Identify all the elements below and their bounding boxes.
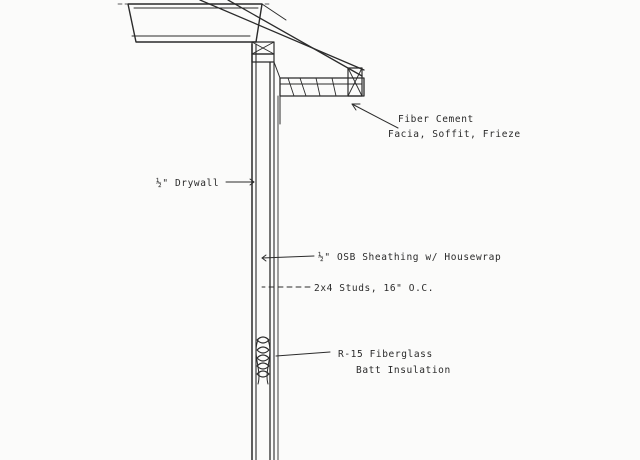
top-plate <box>251 41 275 63</box>
label-drywall: ½" Drywall <box>156 178 219 189</box>
label-osb-sheathing: ½" OSB Sheathing w/ Housewrap <box>318 252 501 263</box>
label-r15-fiberglass: R-15 Fiberglass <box>338 349 433 360</box>
label-fiber-cement: Fiber Cement <box>398 114 474 125</box>
wall-assembly <box>251 43 279 460</box>
roof-slope <box>199 0 365 77</box>
soffit-fascia-box <box>273 61 365 125</box>
label-batt-insulation: Batt Insulation <box>356 365 451 376</box>
label-facia-soffit-frieze: Facia, Soffit, Frieze <box>388 129 521 140</box>
label-studs: 2x4 Studs, 16" O.C. <box>314 283 434 294</box>
roof-rafter <box>117 3 271 43</box>
batt-insulation-hatch <box>255 336 271 385</box>
leader-lines <box>225 103 399 357</box>
